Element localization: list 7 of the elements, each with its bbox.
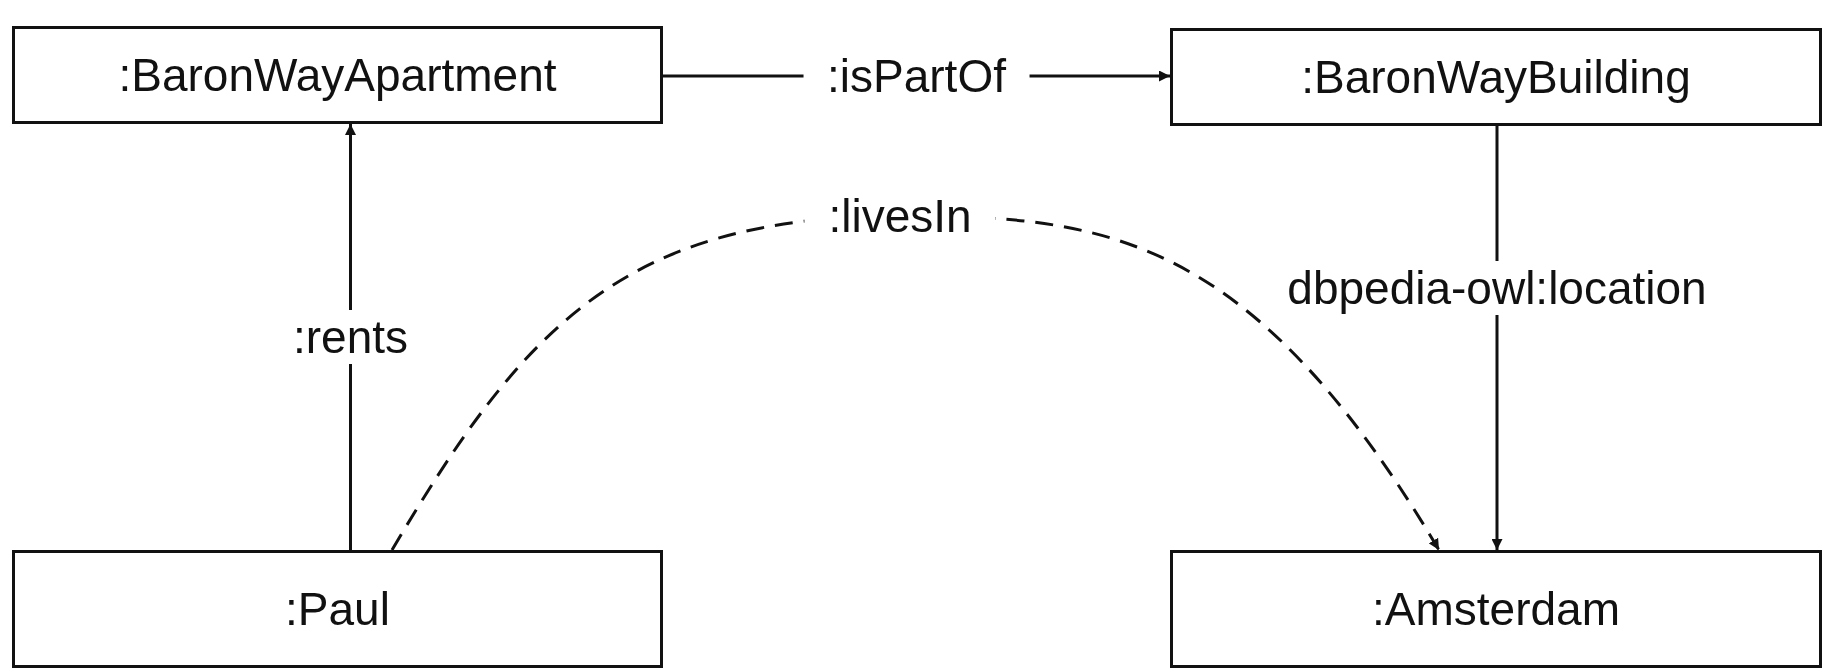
node-label: :Paul bbox=[285, 586, 390, 632]
node-box bbox=[12, 26, 663, 124]
node-label: :Amsterdam bbox=[1372, 586, 1620, 632]
node-box bbox=[1170, 550, 1822, 668]
node-box bbox=[1170, 28, 1822, 126]
node-box bbox=[12, 550, 663, 668]
arrow bbox=[345, 124, 356, 550]
